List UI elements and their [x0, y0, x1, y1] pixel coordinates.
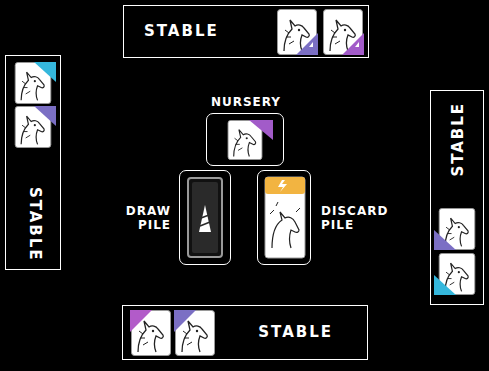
zone-label: DRAW PILE [126, 205, 171, 231]
stable-zone: STABLE [5, 55, 61, 270]
card-corner [342, 33, 364, 55]
baby-unicorn-card [228, 120, 273, 160]
unicorn-card [15, 62, 56, 104]
horn-icon [199, 205, 211, 232]
card-face [265, 177, 305, 258]
bolt-icon [278, 180, 287, 192]
discard-pile-zone: DISCARD PILE [257, 170, 311, 265]
unicorn-card [324, 10, 365, 56]
zone-label: STABLE [450, 102, 467, 177]
horn-stripes [200, 215, 210, 226]
card-corner [130, 310, 152, 332]
unicorn-sketch [272, 212, 299, 248]
card-corner [296, 33, 318, 55]
zone-label: DISCARD PILE [321, 205, 388, 231]
card-back [188, 178, 222, 257]
stable-zone: STABLE [430, 90, 484, 305]
card-corner [34, 106, 56, 126]
stable-zone: STABLE [123, 5, 369, 58]
card-corner [174, 310, 196, 332]
unicorn-card [174, 310, 215, 356]
card-icon [355, 42, 359, 47]
card-back-face [188, 178, 222, 257]
zone-label: STABLE [26, 187, 43, 262]
card-corner [434, 275, 456, 295]
draw-pile-zone: DRAW PILE [179, 170, 231, 265]
card-band [265, 177, 305, 194]
unicorn-card [15, 106, 56, 148]
card-icon [309, 42, 313, 47]
unicorn-card [278, 10, 319, 56]
card-corner [434, 230, 456, 250]
discard-card [265, 177, 305, 258]
card-back-inner [192, 182, 218, 253]
nursery-zone: NURSERY [206, 113, 284, 166]
burst-lines [270, 202, 300, 214]
unicorn-card [130, 310, 171, 356]
unicorn-card [434, 253, 475, 295]
card-corner [34, 62, 56, 82]
unicorn-card [434, 208, 475, 250]
card-corner [249, 120, 273, 140]
zone-label: STABLE [258, 324, 333, 341]
zone-label: STABLE [144, 23, 219, 40]
zone-label: NURSERY [211, 96, 281, 109]
stable-zone: STABLE [122, 305, 368, 360]
